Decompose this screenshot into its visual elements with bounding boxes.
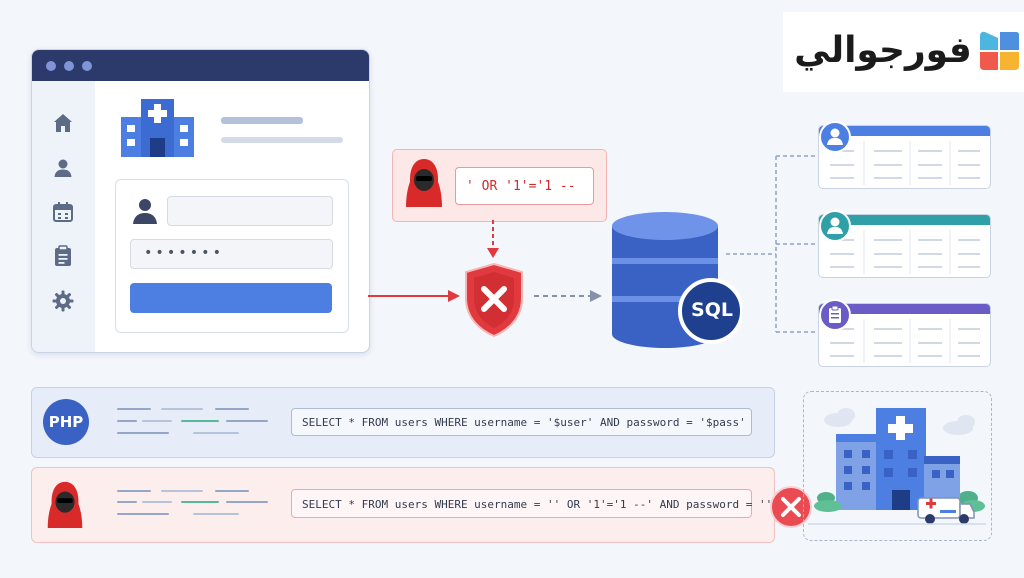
calendar-icon[interactable] [51,200,75,224]
user-icon [819,121,851,153]
clipboard-icon[interactable] [51,244,75,268]
table-header [819,215,990,225]
gear-icon[interactable] [51,289,75,313]
injected-query: SELECT * FROM users WHERE username = '' … [291,489,772,518]
code-dash [142,501,172,503]
header-placeholder-line [221,117,303,124]
hospital-icon [121,99,194,157]
code-dash [117,408,151,410]
window-dot [46,61,56,71]
password-input[interactable]: ••••••• [130,239,333,269]
user-icon [819,210,851,242]
hacker-icon [406,159,442,207]
code-dash [117,420,137,422]
request-arrow [368,290,460,302]
clipboard-icon [819,299,851,331]
window-dot [64,61,74,71]
code-dash [161,408,203,410]
hospital-illustration-frame [803,391,992,541]
code-dash [117,432,169,434]
username-input[interactable] [167,196,333,226]
query-arrow [534,290,602,302]
browser-window: ••••••• [31,49,370,353]
password-mask: ••••••• [144,245,225,261]
brand-name: فورجوالي [794,30,972,71]
error-icon [770,486,812,528]
code-dash [181,501,219,503]
home-icon[interactable] [51,111,75,135]
code-dash [161,490,203,492]
table-header [819,126,990,136]
safe-query: SELECT * FROM users WHERE username = '$u… [291,408,752,436]
code-dash [117,490,151,492]
sql-label: SQL [691,299,733,321]
browser-title-bar [32,50,369,81]
user-icon [133,199,157,224]
code-dash [226,420,268,422]
table-connectors [726,155,818,333]
window-dot [82,61,92,71]
code-dash [142,420,172,422]
shield-icon [465,262,523,338]
sql-injection-payload: ' OR '1'='1 -- [455,167,594,205]
login-button[interactable] [130,283,332,313]
code-dash [193,513,239,515]
code-dash [215,490,249,492]
php-badge: PHP [43,399,89,445]
payload-arrow [487,220,499,258]
user-icon[interactable] [51,156,75,180]
hospital-building-icon [808,408,986,525]
code-dash [117,513,169,515]
hacker-icon [47,481,83,528]
code-dash [117,501,137,503]
code-dash [215,408,249,410]
login-form: ••••••• [115,179,349,333]
code-dash [226,501,268,503]
browser-sidebar [32,81,95,352]
header-placeholder-line [221,137,343,143]
code-dash [181,420,219,422]
database-icon [612,212,742,348]
table-header [819,304,990,314]
brand-logo-icon [980,31,1019,70]
code-dash [193,432,239,434]
